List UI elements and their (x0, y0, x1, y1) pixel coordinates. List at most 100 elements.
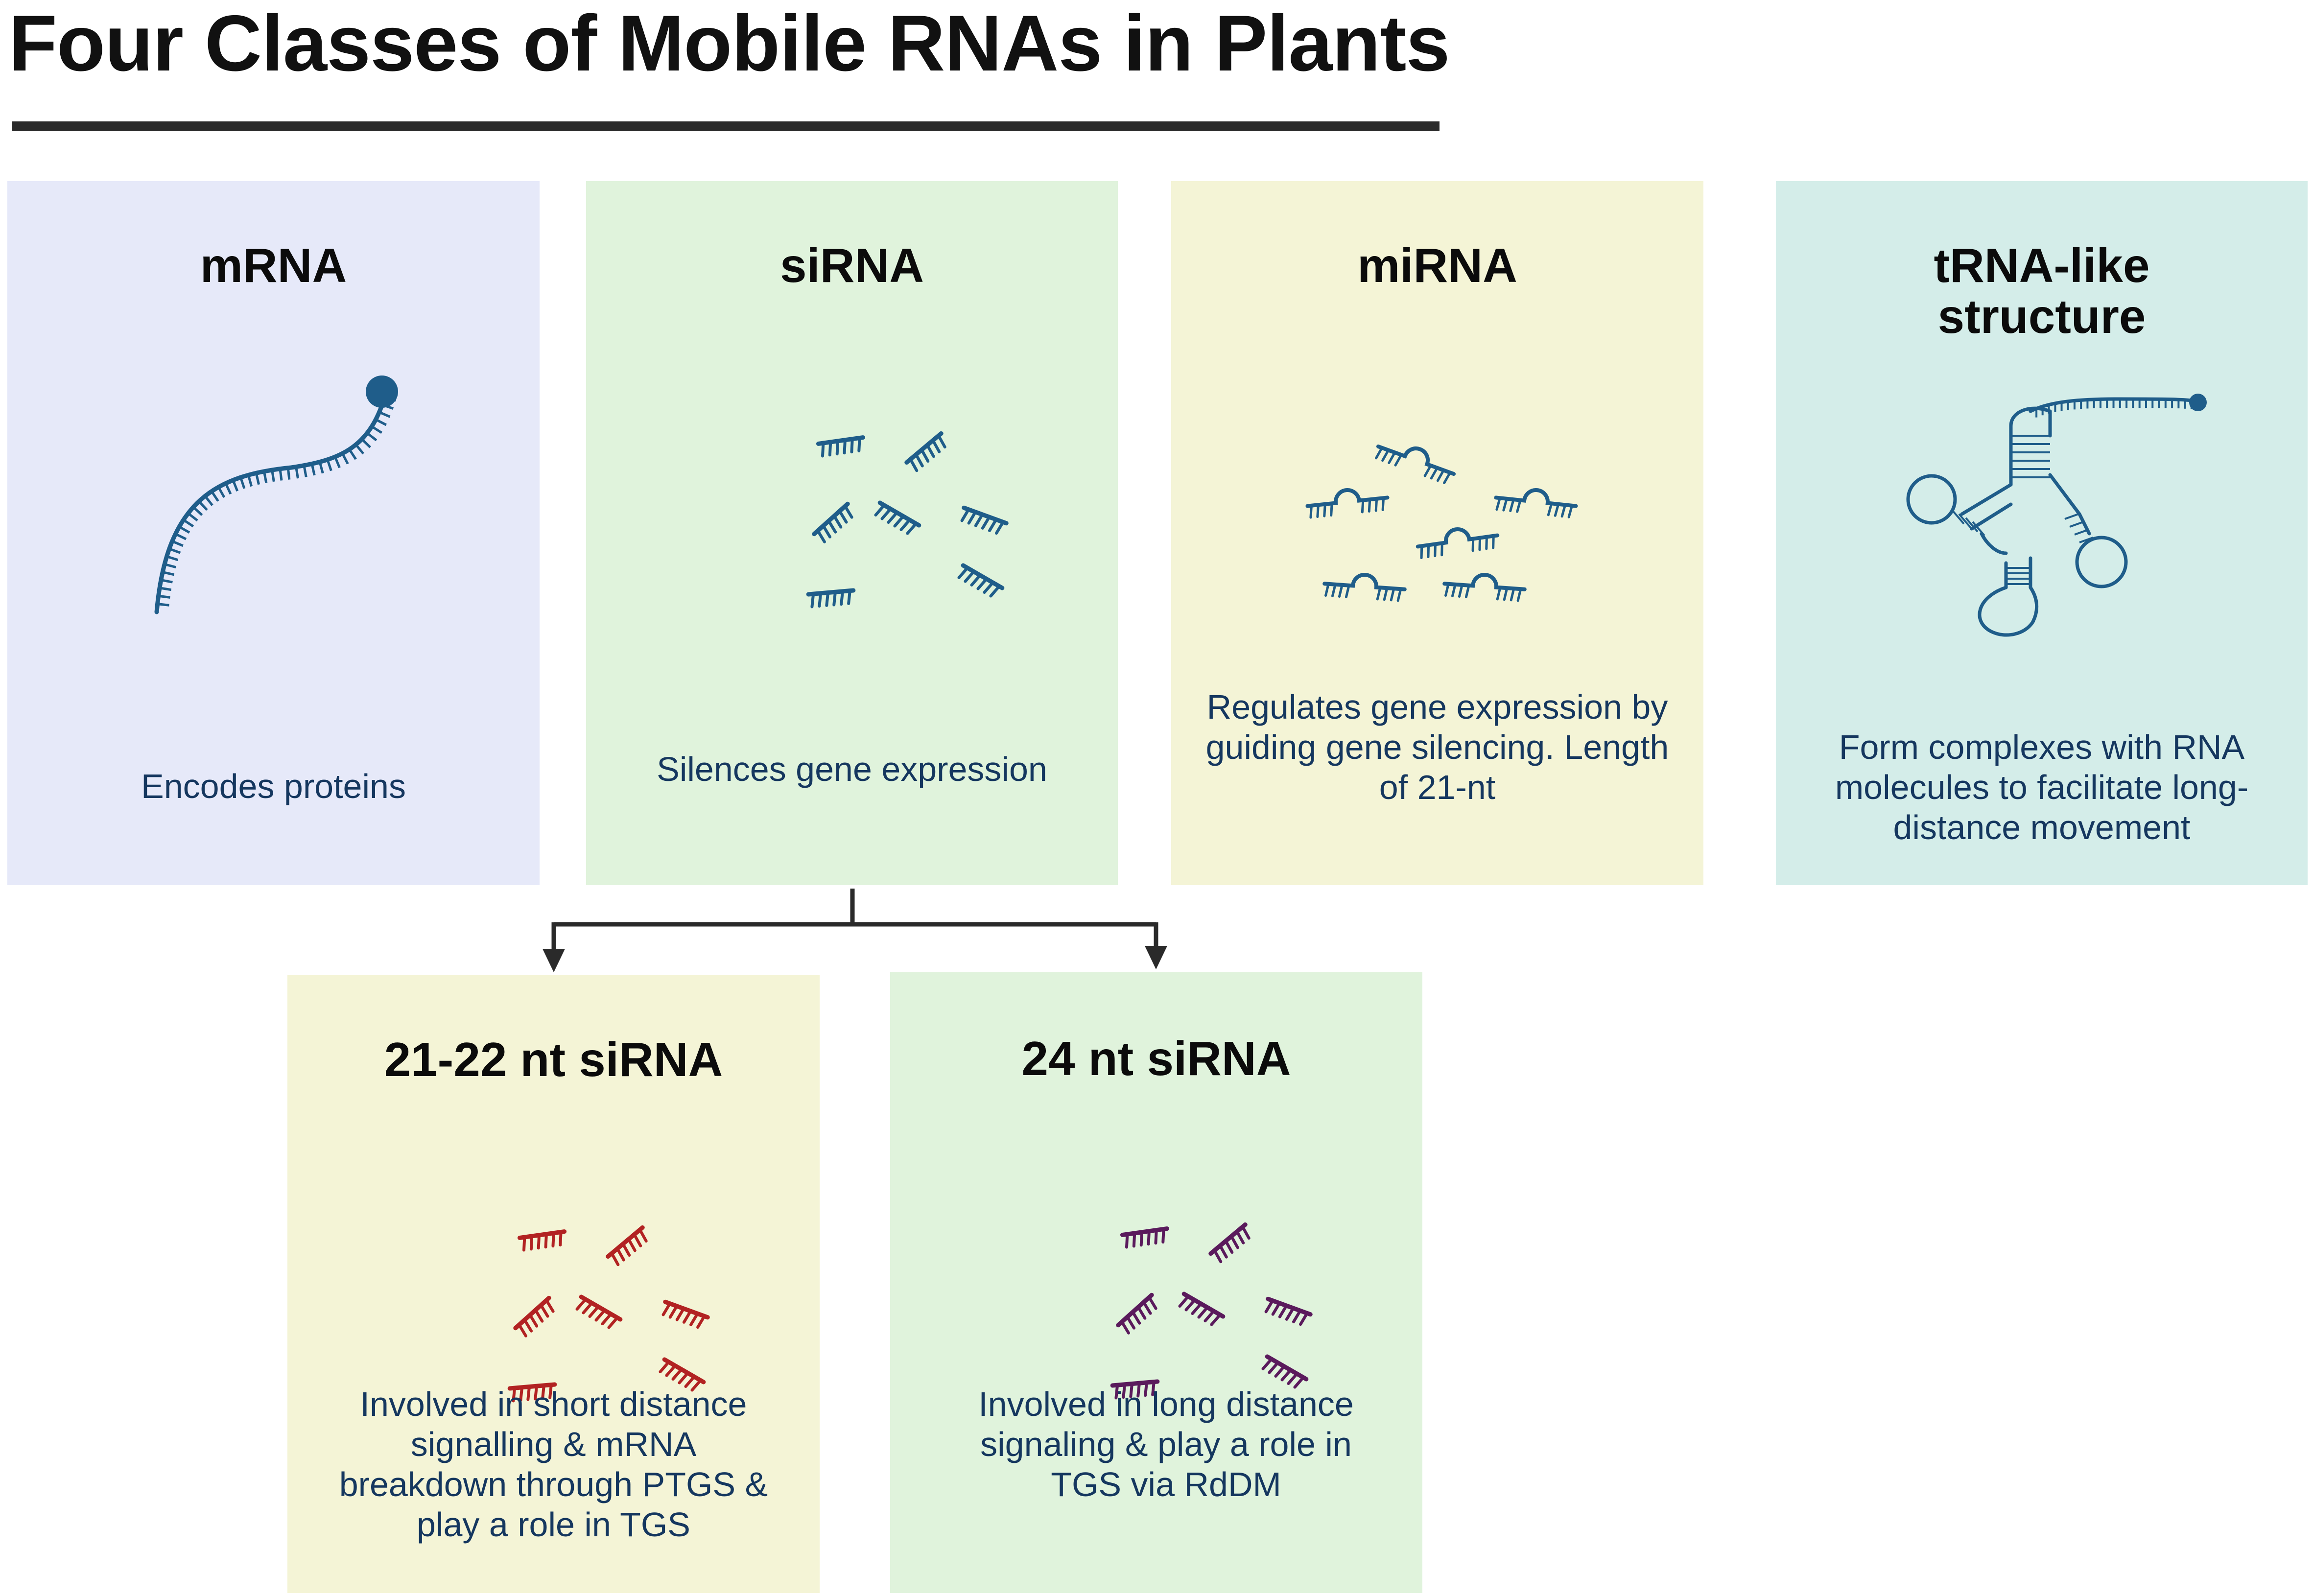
mrna-base-tick (187, 512, 198, 522)
trna-cloverleaf-icon (1906, 394, 2207, 637)
mrna-base-tick (178, 525, 190, 534)
mrna-base-tick (217, 486, 226, 498)
mrna-base-tick (239, 477, 246, 489)
sirna-panel: siRNA Silences gene expression (586, 181, 1118, 885)
mrna-base-tick (247, 474, 253, 487)
mrna-base-tick (171, 540, 184, 547)
sirna-fragment-5 (960, 505, 1009, 535)
mrna-base-tick (204, 495, 213, 506)
sirna-21-22-fragment-1 (517, 1229, 567, 1252)
trna-panel: tRNA-like structure Form complexes with … (1776, 181, 2308, 885)
sirna-24-heading: 24 nt siRNA (1021, 1032, 1291, 1085)
mrna-base-tick (183, 518, 194, 528)
mrna-base-tick (286, 468, 291, 480)
mirna-description: Regulates gene expression by guiding gen… (1205, 688, 1669, 806)
sirna-21-22-fragment-4 (575, 1294, 623, 1329)
mrna-base-tick (279, 469, 283, 481)
sirna-24-description: Involved in long distance signaling & pl… (978, 1385, 1354, 1503)
mrna-description: Encodes proteins (141, 767, 406, 805)
sirna-24-fragments-icon (1110, 1222, 1313, 1400)
trna-structure (1906, 394, 2207, 637)
trna-description: Form complexes with RNA molecules to fac… (1835, 728, 2249, 846)
sirna-fragment-1 (816, 435, 866, 458)
mirna-heading: miRNA (1357, 238, 1517, 292)
mirna-panel: miRNA Regulates gene expression by guidi… (1171, 181, 1703, 885)
sirna-fragment-3 (812, 501, 853, 543)
trna-tail-end-icon (2189, 394, 2207, 411)
mrna-base-tick (224, 483, 232, 495)
mrna-base-tick (159, 587, 172, 591)
sirna-description: Silences gene expression (657, 750, 1047, 788)
mrna-base-tick (162, 571, 175, 576)
mrna-base-tick (354, 444, 365, 455)
mrna-base-tick (375, 418, 387, 426)
mrna-base-tick (262, 471, 268, 483)
sirna-24-fragment-1 (1120, 1226, 1170, 1249)
mirna-hairpin-5 (1322, 573, 1407, 602)
sirna-24-panel: 24 nt siRNA Involved in long distance si… (890, 972, 1422, 1593)
arrowhead-right-icon (1145, 946, 1167, 969)
sirna-24-fragment-4 (1178, 1291, 1226, 1326)
sirna-21-22-description: Involved in short distance signalling & … (339, 1385, 768, 1544)
sirna-21-22-fragment-7 (659, 1357, 706, 1392)
sirna-24-fragment-7 (1261, 1354, 1309, 1389)
sirna-24-fragment-3 (1116, 1292, 1157, 1335)
mirna-hairpin-3 (1494, 488, 1578, 518)
sirna-21-22-fragments-icon (507, 1225, 710, 1403)
arrowhead-left-icon (543, 949, 565, 972)
sirna-fragment-2 (904, 431, 946, 472)
mrna-strand-icon (154, 376, 398, 614)
sirna-21-22-fragment-5 (661, 1299, 710, 1329)
title-underline (12, 121, 1440, 131)
mrna-base-tick (164, 563, 176, 569)
sirna-24-fragment-5 (1264, 1296, 1313, 1326)
sirna-fragment-4 (874, 500, 921, 535)
mrna-base-tick (371, 425, 382, 434)
mrna-base-tick (232, 479, 239, 492)
sirna-24-fragment-2 (1208, 1222, 1251, 1264)
mrna-base-tick (168, 547, 181, 554)
mrna-base-tick (157, 603, 169, 607)
mirna-hairpin-1 (1374, 444, 1456, 484)
sirna-fragments-icon (806, 431, 1009, 609)
sirna-21-22-fragment-6 (507, 1382, 557, 1403)
mrna-base-tick (310, 463, 316, 476)
sirna-fragment-6 (806, 588, 856, 609)
sirna-21-22-fragment-2 (606, 1225, 648, 1267)
mrna-base-tick (295, 467, 299, 479)
sirna-fragment-7 (957, 563, 1005, 598)
sirna-heading: siRNA (779, 238, 924, 292)
mrna-base-tick (378, 411, 391, 418)
mrna-base-tick (175, 533, 187, 540)
mirna-hairpins-icon (1305, 444, 1578, 602)
sirna-21-22-heading: 21-22 nt siRNA (384, 1033, 723, 1086)
mrna-base-tick (361, 438, 371, 448)
mrna-base-tick (158, 594, 170, 599)
mrna-base-tick (318, 461, 324, 474)
mrna-base-tick (348, 448, 357, 460)
page-title: Four Classes of Mobile RNAs in Plants (9, 0, 1450, 88)
mrna-base-tick (198, 500, 208, 511)
mrna-base-tick (271, 469, 275, 482)
mrna-base-tick (166, 555, 179, 562)
mrna-heading: mRNA (200, 238, 347, 292)
mrna-base-tick (341, 453, 349, 465)
mrna-base-tick (366, 432, 378, 442)
mrna-base-tick (161, 579, 173, 584)
mrna-cap-icon (366, 376, 398, 408)
trna-heading: tRNA-like structure (1934, 238, 2150, 343)
mrna-base-tick (211, 491, 219, 502)
sirna-24-fragment-6 (1110, 1379, 1160, 1400)
mrna-base-tick (326, 459, 332, 471)
sirna-21-22-panel: 21-22 nt siRNA Involved in short distanc… (287, 975, 820, 1593)
mrna-base-tick (334, 456, 341, 469)
mirna-hairpin-2 (1305, 488, 1390, 519)
mirna-hairpin-6 (1442, 573, 1527, 602)
sirna-21-22-fragment-3 (513, 1295, 555, 1338)
mrna-base-tick (255, 472, 260, 485)
mrna-base-tick (303, 465, 307, 477)
mrna-backbone (154, 387, 389, 614)
mrna-panel: mRNA Encodes proteins (7, 181, 540, 885)
mirna-hairpin-4 (1416, 527, 1500, 560)
